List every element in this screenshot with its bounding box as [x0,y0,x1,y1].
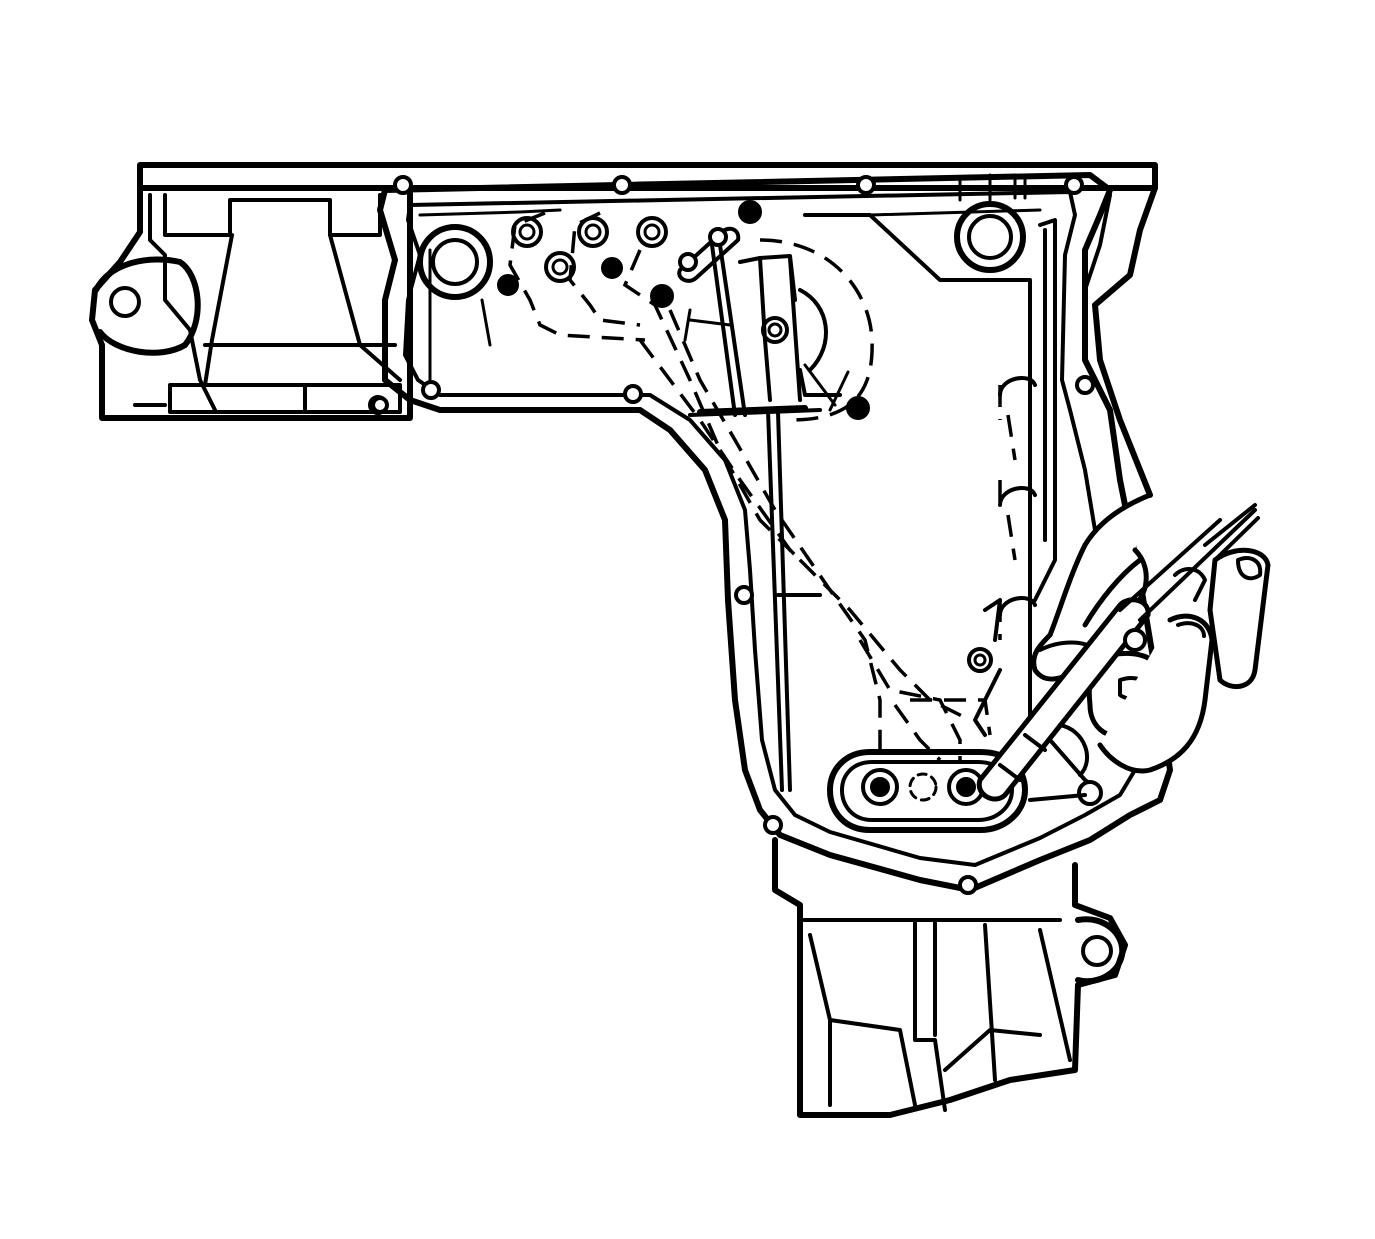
right-slots [998,375,1037,617]
bolt-bosses [371,200,870,420]
transmission-case [89,162,1158,1118]
wiring-harness [480,243,850,792]
hidden-passages [508,211,1017,762]
technician-hand [967,492,1271,806]
valve-body-outline [368,172,1173,895]
bores [417,201,1028,833]
